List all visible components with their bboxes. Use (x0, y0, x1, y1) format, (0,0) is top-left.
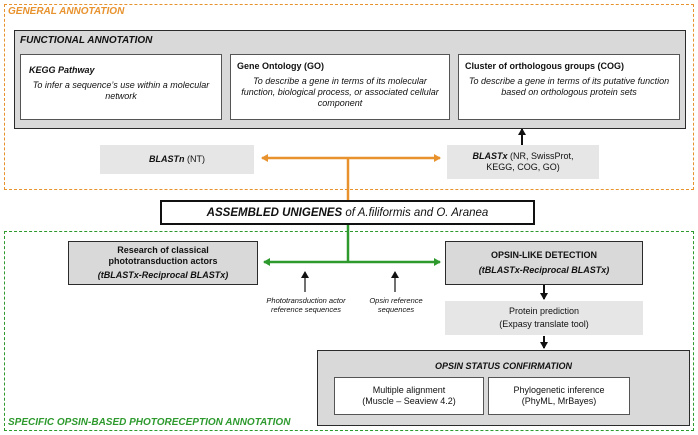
protein-prediction-box: Protein prediction (Expasy translate too… (445, 301, 643, 335)
blastn-box: BLASTn (NT) (100, 145, 254, 174)
phylogenetic-inference-box: Phylogenetic inference (PhyML, MrBayes) (488, 377, 630, 415)
blastx-box: BLASTx (NR, SwissProt, KEGG, COG, GO) (447, 145, 599, 179)
protein-line1: Protein prediction (508, 306, 580, 316)
opsin-reference-label: Opsin reference sequences (358, 296, 434, 314)
phylo-line1: Phylogenetic inference (513, 385, 605, 395)
protein-line2: (Expasy translate tool) (499, 319, 589, 329)
alignment-line2: (Muscle – Seaview 4.2) (362, 396, 456, 406)
assembled-unigenes-box: ASSEMBLED UNIGENES of A.filiformis and O… (160, 200, 535, 225)
opsin-detection-title: OPSIN-LIKE DETECTION (490, 250, 597, 260)
kegg-title: KEGG Pathway (29, 65, 95, 75)
research-line2: phototransduction actors (108, 256, 218, 266)
research-line1: Research of classical (117, 245, 209, 255)
go-box: Gene Ontology (GO) To describe a gene in… (230, 54, 450, 120)
orange-connectors (261, 154, 441, 200)
phototransduction-reference-label: Phototransduction actor reference sequen… (250, 296, 362, 314)
opsin-ref-line2: sequences (377, 305, 415, 314)
blastx-name: BLASTx (472, 151, 508, 161)
multiple-alignment-box: Multiple alignment (Muscle – Seaview 4.2… (334, 377, 484, 415)
blastx-db2: KEGG, COG, GO) (486, 162, 560, 172)
opsin-confirmation-title: OPSIN STATUS CONFIRMATION (435, 361, 572, 371)
go-description: To describe a gene in terms of its molec… (241, 76, 439, 108)
general-annotation-region (4, 4, 694, 190)
specific-annotation-title: SPECIFIC OPSIN-BASED PHOTORECEPTION ANNO… (8, 417, 291, 428)
specific-annotation-region (4, 231, 694, 431)
species-1: A.filiformis (357, 206, 411, 219)
go-title: Gene Ontology (GO) (237, 61, 324, 71)
opsin-detection-box: OPSIN-LIKE DETECTION (tBLASTx-Reciprocal… (445, 241, 643, 285)
opsin-confirmation-title-wrap: OPSIN STATUS CONFIRMATION (317, 356, 690, 374)
blastx-db1: (NR, SwissProt, (507, 151, 574, 161)
research-method: (tBLASTx-Reciprocal BLASTx) (97, 270, 229, 280)
functional-annotation-title: FUNCTIONAL ANNOTATION (20, 35, 153, 46)
opsin-ref-line1: Opsin reference (369, 296, 423, 305)
phylo-line2: (PhyML, MrBayes) (521, 396, 597, 406)
assembled-of: of (342, 206, 358, 219)
alignment-line1: Multiple alignment (372, 385, 446, 395)
opsin-detection-method: (tBLASTx-Reciprocal BLASTx) (478, 265, 610, 275)
photo-ref-line2: reference sequences (270, 305, 342, 314)
black-arrows (301, 128, 548, 349)
cog-description: To describe a gene in terms of its putat… (468, 76, 670, 97)
species-2: O. Aranea (436, 206, 489, 219)
blastn-db: (NT) (184, 154, 205, 164)
general-annotation-title: GENERAL ANNOTATION (8, 6, 125, 17)
kegg-box: KEGG Pathway To infer a sequence’s use w… (20, 54, 222, 120)
blastn-name: BLASTn (149, 154, 185, 164)
kegg-description: To infer a sequence’s use within a molec… (32, 80, 210, 101)
cog-box: Cluster of orthologous groups (COG) To d… (458, 54, 680, 120)
assembled-and: and (410, 206, 437, 219)
assembled-title: ASSEMBLED UNIGENES (206, 206, 343, 219)
research-phototransduction-box: Research of classical phototransduction … (68, 241, 258, 285)
photo-ref-line1: Phototransduction actor (266, 296, 346, 305)
cog-title: Cluster of orthologous groups (COG) (465, 61, 624, 71)
